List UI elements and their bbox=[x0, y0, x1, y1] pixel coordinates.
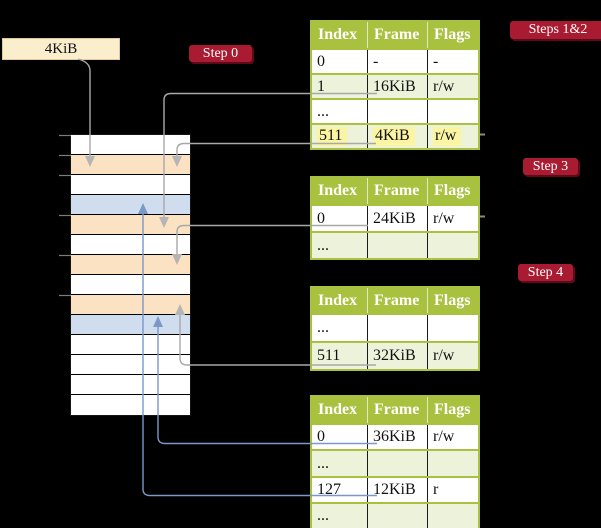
column-header: Index bbox=[318, 182, 358, 199]
memory-row bbox=[71, 334, 190, 354]
step-0-label: Step 0 bbox=[202, 45, 239, 61]
column-header: Flags bbox=[427, 288, 478, 313]
table-cell: r/w bbox=[427, 125, 478, 148]
column-header: Flags bbox=[427, 22, 478, 48]
step-0-badge: Step 0 bbox=[189, 45, 252, 62]
table-cell: 16KiB bbox=[367, 75, 427, 98]
physical-memory-stack bbox=[70, 134, 191, 416]
memory-row bbox=[71, 314, 190, 334]
column-header: Index bbox=[318, 401, 358, 418]
table-cell: 32KiB bbox=[367, 343, 427, 369]
table-cell bbox=[367, 451, 427, 476]
table-cell bbox=[367, 504, 427, 528]
table-cell bbox=[367, 100, 427, 123]
table-row: ... bbox=[312, 313, 478, 341]
highlighted-value: 4KiB bbox=[373, 127, 415, 146]
table-cell: 127 bbox=[317, 481, 341, 498]
table-cell: ... bbox=[317, 102, 329, 120]
table-cell: r/w bbox=[427, 206, 478, 231]
table-cell: - bbox=[367, 50, 427, 73]
table-cell: 12KiB bbox=[367, 478, 427, 502]
memory-row bbox=[71, 214, 190, 234]
table-row: ... bbox=[312, 98, 478, 123]
memory-row bbox=[71, 135, 190, 154]
highlighted-value: 511 bbox=[317, 127, 348, 146]
step-3-badge: Step 3 bbox=[523, 158, 578, 175]
column-header: Flags bbox=[427, 397, 478, 423]
memory-row bbox=[71, 294, 190, 314]
table-cell bbox=[427, 504, 478, 528]
frame-size-box: 4KiB bbox=[2, 38, 120, 60]
memory-row bbox=[71, 254, 190, 274]
column-header: Frame bbox=[367, 288, 427, 313]
table-cell bbox=[427, 233, 478, 258]
memory-row bbox=[71, 374, 190, 394]
table-row: ... bbox=[312, 449, 478, 476]
table-cell: r/w bbox=[427, 425, 478, 449]
frame-size-label: 4KiB bbox=[44, 40, 78, 57]
table-cell: - bbox=[427, 50, 478, 73]
table-cell: ... bbox=[317, 236, 329, 254]
step-3-label: Step 3 bbox=[532, 158, 569, 174]
step-4-badge: Step 4 bbox=[518, 264, 573, 281]
table-cell: r/w bbox=[427, 75, 478, 98]
table-cell: 0 bbox=[317, 428, 325, 445]
step-4-label: Step 4 bbox=[527, 264, 564, 280]
highlighted-value: r/w bbox=[433, 127, 462, 146]
column-header: Frame bbox=[367, 22, 427, 48]
table-cell: 24KiB bbox=[367, 206, 427, 231]
steps-1-2-label: Steps 1&2 bbox=[528, 22, 588, 37]
table-cell: 511 bbox=[317, 347, 341, 364]
table-cell: 0 bbox=[317, 209, 325, 227]
memory-row bbox=[71, 394, 190, 414]
table-row: 0 -- bbox=[312, 48, 478, 73]
table-cell: 4KiB bbox=[367, 125, 427, 148]
memory-row bbox=[71, 234, 190, 254]
column-header: Index bbox=[318, 26, 358, 43]
column-header: Index bbox=[318, 291, 358, 309]
memory-row bbox=[71, 354, 190, 374]
memory-row bbox=[71, 174, 190, 194]
table-cell: r bbox=[427, 478, 478, 502]
table-cell bbox=[367, 233, 427, 258]
table-cell: 36KiB bbox=[367, 425, 427, 449]
table-cell bbox=[367, 315, 427, 341]
column-header: Frame bbox=[367, 397, 427, 423]
table-cell: ... bbox=[317, 319, 329, 336]
table-cell bbox=[427, 315, 478, 341]
memory-row bbox=[71, 274, 190, 294]
table-cell: 1 bbox=[317, 77, 325, 95]
column-header: Flags bbox=[427, 178, 478, 204]
table-row: ... bbox=[312, 231, 478, 258]
table-cell: ... bbox=[317, 454, 329, 472]
memory-row bbox=[71, 194, 190, 214]
table-cell: ... bbox=[317, 507, 329, 524]
column-header: Frame bbox=[367, 178, 427, 204]
table-cell: r/w bbox=[427, 343, 478, 369]
table-cell: 511 bbox=[312, 125, 367, 148]
table-row: ... bbox=[312, 502, 478, 528]
memory-row bbox=[71, 154, 190, 174]
steps-1-2-badge: Steps 1&2 bbox=[510, 21, 601, 39]
table-row: 511 4KiB r/w bbox=[312, 123, 478, 148]
table-cell bbox=[427, 451, 478, 476]
table-cell: 0 bbox=[317, 52, 325, 70]
table-cell bbox=[427, 100, 478, 123]
